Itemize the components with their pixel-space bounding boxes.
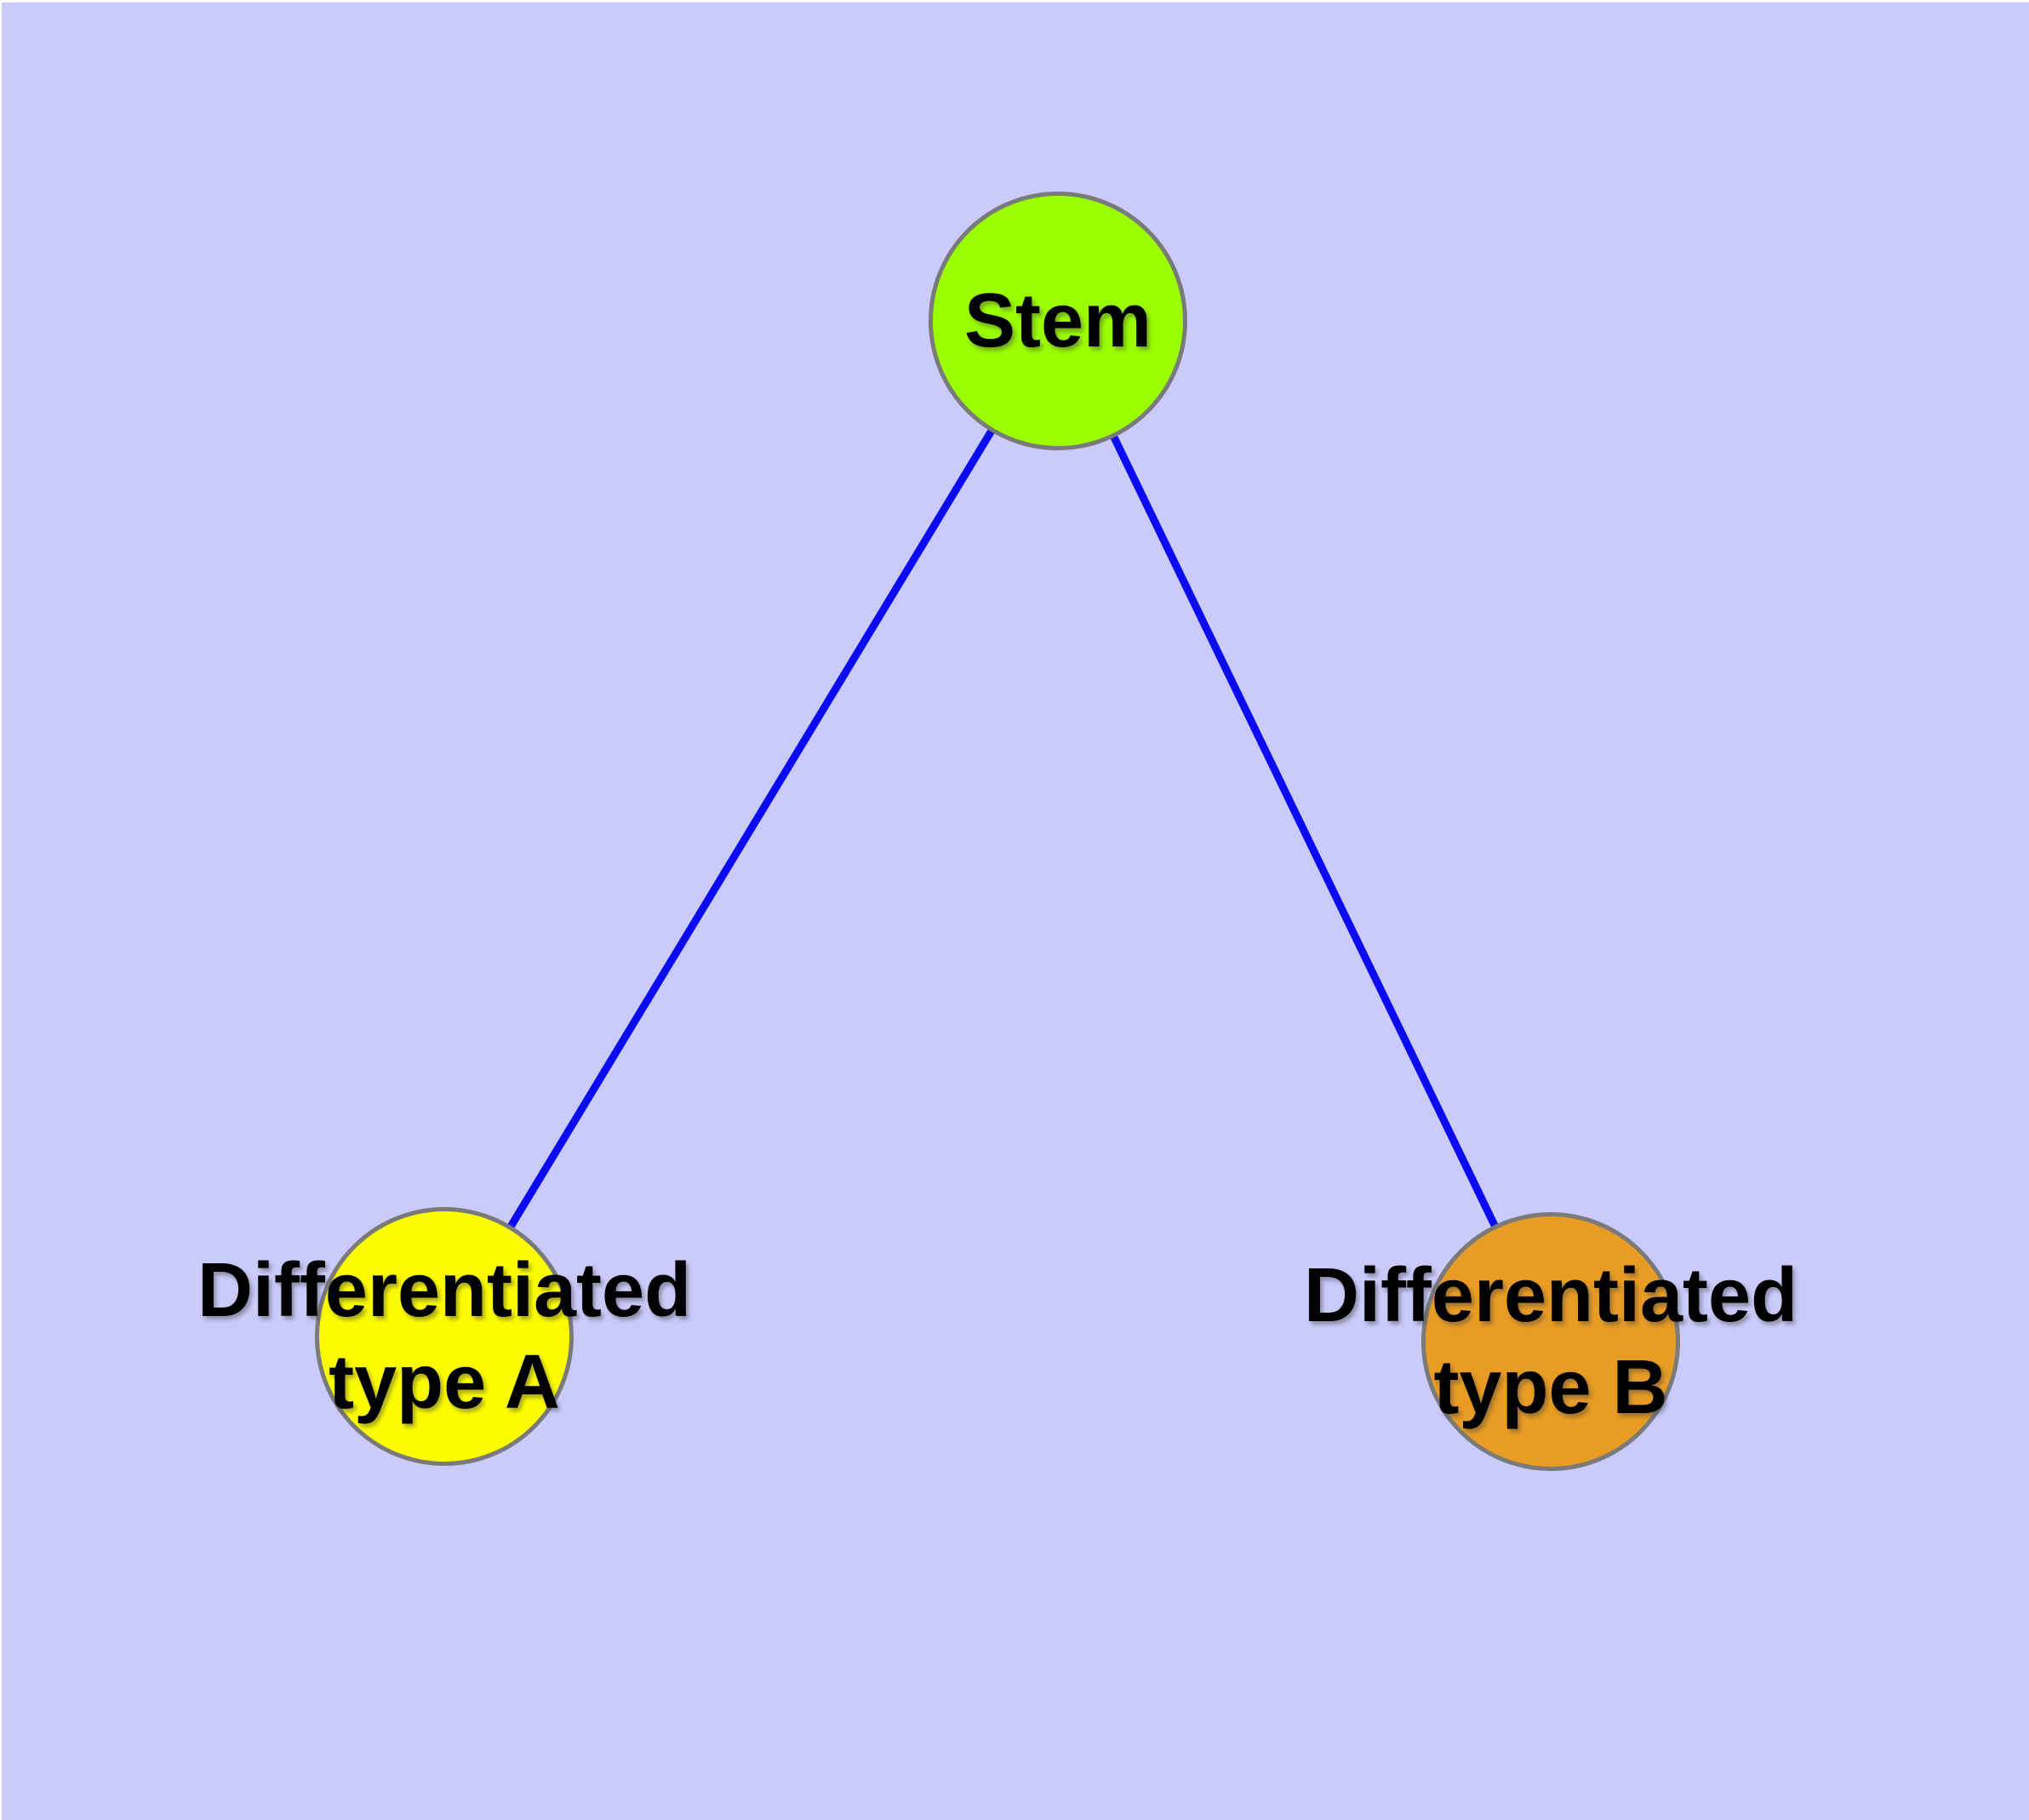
node-differentiated-type-a (315, 1207, 574, 1466)
node-stem (929, 192, 1187, 450)
edge-layer (441, 318, 1555, 1343)
edge-stem-to-type-a (441, 318, 1061, 1339)
edge-stem-to-type-b (1054, 319, 1555, 1343)
node-differentiated-type-b (1421, 1212, 1680, 1471)
